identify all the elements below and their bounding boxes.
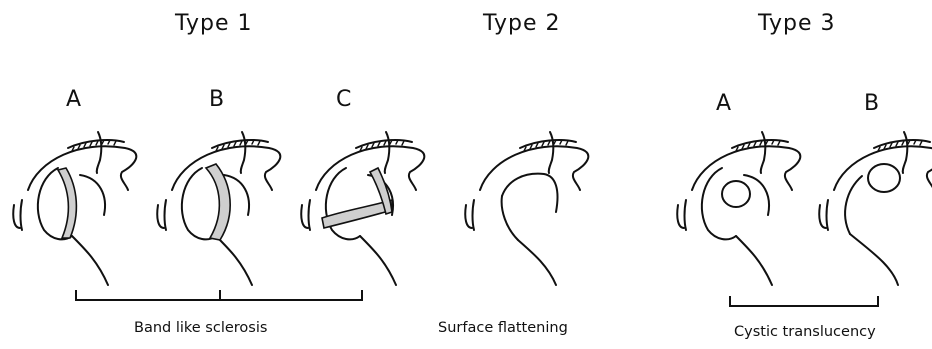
type-1-caption: Band like sclerosis <box>134 320 267 336</box>
type-1-c-femoral-head-drawing <box>301 132 424 285</box>
type-3-b-femoral-head-drawing <box>819 132 932 285</box>
type-2-caption: Surface flattening <box>438 320 568 336</box>
type-3-bracket <box>730 296 878 306</box>
type-1-b-label: B <box>209 87 224 112</box>
type-1-title: Type 1 <box>174 11 253 36</box>
type-1-b-femoral-head-drawing <box>157 132 280 285</box>
type-2-femoral-head-drawing <box>465 132 588 285</box>
type-3-caption: Cystic translucency <box>734 324 876 340</box>
type-3-a-femoral-head-drawing <box>677 132 800 285</box>
type-3-b-label: B <box>864 91 879 116</box>
type-1-bracket <box>76 290 362 300</box>
type-1-a-femoral-head-drawing <box>13 132 136 285</box>
type-3-a-label: A <box>716 91 731 116</box>
type-1-a-label: A <box>66 87 81 112</box>
type-3-title: Type 3 <box>757 11 836 36</box>
type-2-title: Type 2 <box>482 11 561 36</box>
type-1-c-label: C <box>336 87 351 112</box>
